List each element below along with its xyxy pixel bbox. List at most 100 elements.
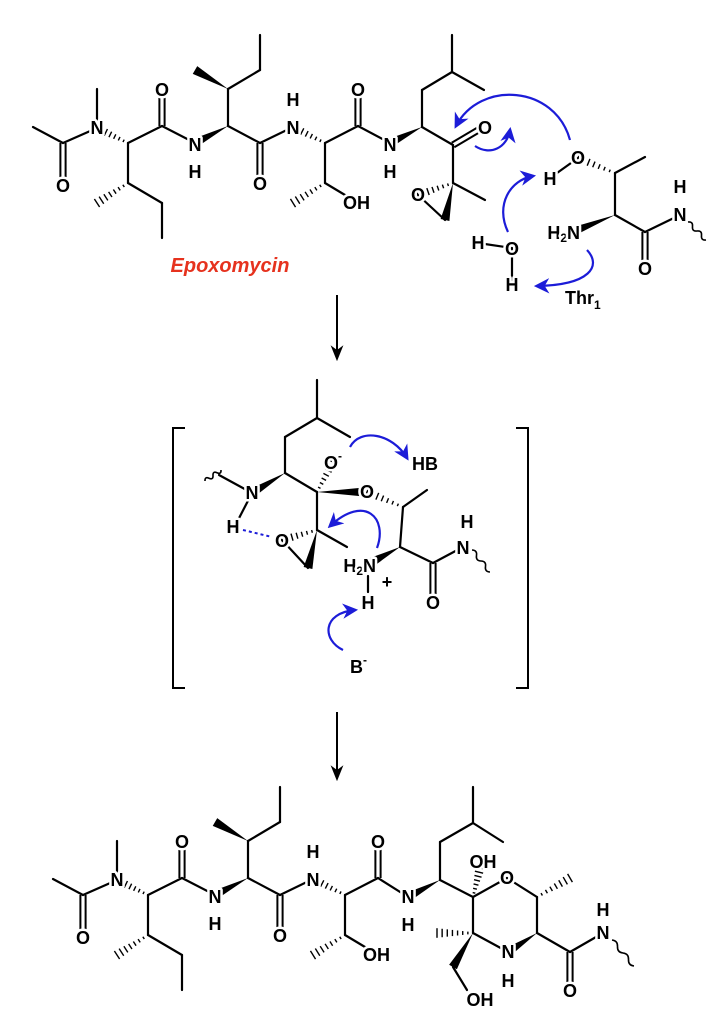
hashed-bond (295, 125, 301, 134)
hashed-bond (122, 139, 125, 143)
wavy-bond (611, 939, 635, 967)
hashed-bond (132, 886, 137, 892)
atom-label: H2N (547, 223, 580, 245)
atom-label: H (461, 512, 474, 532)
atom-label-part: OH (343, 193, 370, 213)
single-bond (226, 68, 262, 91)
atom-label: N (111, 870, 124, 890)
hashed-bond (472, 891, 476, 894)
atom-label-part: 2 (560, 231, 567, 245)
wedge-bond (303, 530, 317, 570)
arrow-alkoxide-to-hb (349, 434, 409, 461)
hashed-bond (581, 155, 586, 165)
hashed-bond (319, 879, 325, 888)
atom-label-part: N (209, 887, 222, 907)
hashed-bond (290, 122, 296, 132)
hashed-bond (431, 186, 435, 194)
single-bond (258, 125, 295, 145)
single-bond (278, 877, 315, 897)
wedge-bond (317, 487, 364, 497)
single-bond (343, 876, 380, 897)
hashed-bond (474, 870, 484, 874)
atom-label: H (674, 177, 687, 197)
single-bond (471, 931, 510, 954)
atom-label-part: N (402, 887, 415, 907)
atom-label-part: 2 (356, 564, 363, 578)
hashed-bond (310, 874, 316, 884)
hashed-bond (380, 495, 385, 502)
single-bond (376, 876, 410, 899)
hashed-bond (112, 189, 117, 195)
arrow-thr-oh-attacks-carbonyl (454, 93, 572, 141)
single-bond (535, 931, 572, 954)
hashed-bond (420, 189, 426, 198)
atom-label-part: O (273, 926, 287, 946)
hashed-bond (289, 198, 297, 208)
atom-label-part: H (189, 162, 202, 182)
hashed-bond (385, 497, 390, 504)
hashed-bond (122, 184, 125, 188)
atom-label: H (189, 162, 202, 182)
atom-label: H (362, 593, 375, 613)
hashed-bond (103, 128, 109, 136)
atom-label-part: H (674, 177, 687, 197)
atom-label: O (56, 176, 70, 196)
hashed-bond (566, 873, 574, 883)
atom-label-part: H (502, 971, 515, 991)
atom-label-part: O (426, 593, 440, 613)
single-bond (51, 877, 85, 897)
hashed-bond (309, 189, 314, 195)
hashed-bond (108, 131, 113, 138)
hashed-bond (314, 948, 321, 957)
hashed-bond (123, 880, 129, 888)
hashed-bond (142, 891, 145, 895)
atom-label: H (472, 233, 485, 253)
single-bond (146, 933, 184, 957)
hashed-bond (426, 187, 430, 196)
hashed-bond (114, 875, 120, 885)
positive-charge: + (382, 572, 393, 592)
atom-label: OH (470, 852, 497, 872)
hashed-bond (562, 876, 569, 885)
hashed-bond (553, 883, 559, 890)
atom-label: H (402, 915, 415, 935)
hashed-bond (321, 477, 327, 481)
hashed-bond (128, 883, 133, 890)
single-bond (234, 491, 254, 526)
hashed-bond (319, 139, 322, 143)
atom-label: N (246, 483, 259, 503)
single-bond (283, 416, 319, 439)
single-bond (398, 505, 405, 549)
atom-label: N (457, 538, 470, 558)
atom-label-part: N (457, 538, 470, 558)
atom-label-part: O (411, 185, 425, 205)
hashed-bond (549, 886, 554, 892)
atom-label-part: O (360, 482, 374, 502)
hashed-bond (98, 126, 104, 135)
wedge-bond (249, 473, 285, 497)
single-bond (246, 876, 282, 897)
atom-label-part: H (287, 90, 300, 110)
hashed-bond (314, 186, 318, 191)
hashed-bond (315, 877, 321, 886)
atom-label-part: O (175, 832, 189, 852)
hashed-bond (446, 183, 450, 187)
arrow-water-deprotonates-oh (502, 170, 537, 233)
atom-label-part: H (209, 914, 222, 934)
atom-label-part: O (505, 239, 519, 259)
hashed-bond (334, 938, 338, 943)
atom-label: H (597, 900, 610, 920)
hashed-bond (334, 888, 338, 893)
single-bond (61, 126, 99, 145)
wedge-bond (369, 547, 400, 566)
single-bond (280, 538, 310, 570)
wedge-bond (212, 878, 248, 900)
hashed-bond (123, 945, 129, 953)
atom-label: H (209, 914, 222, 934)
atom-label: H (307, 842, 320, 862)
atom-label: H (287, 90, 300, 110)
atom-label: O (253, 174, 267, 194)
atom-label-part: OH (470, 852, 497, 872)
atom-label: O (275, 531, 289, 551)
